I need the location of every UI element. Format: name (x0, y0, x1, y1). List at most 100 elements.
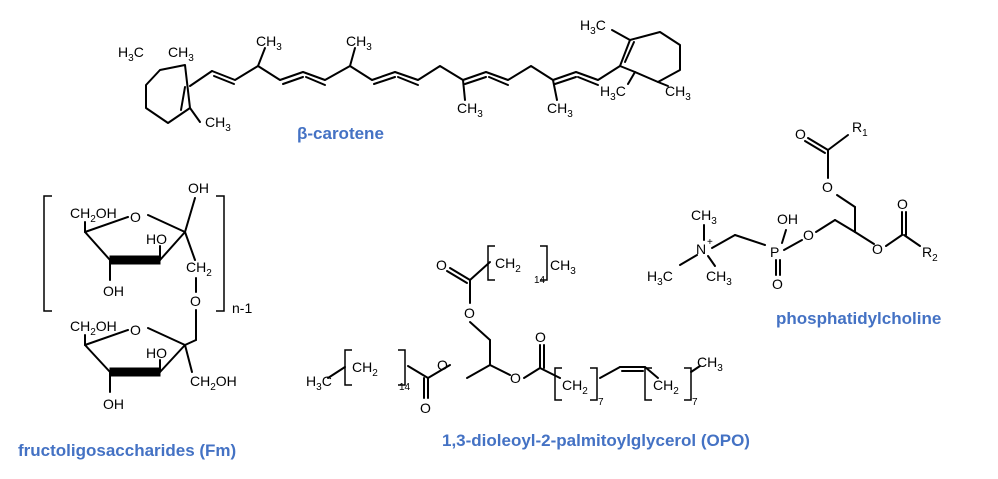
dbl-5 (397, 76, 419, 86)
label-7-mid: 7 (598, 397, 604, 408)
left-ester-bond (427, 364, 451, 379)
caption-beta-carotene: β-carotene (297, 124, 384, 143)
right-terminal-bond (690, 365, 701, 373)
pc-glyc-4 (836, 194, 856, 208)
sn2-bond (489, 364, 511, 376)
caption-pc: phosphatidylcholine (776, 309, 941, 328)
label-o-top-ester: O (464, 305, 475, 321)
gem-me-bond-r2 (657, 81, 669, 87)
dbl-8 (554, 76, 577, 85)
label-o-pc-lower-carbonyl: O (897, 196, 908, 212)
label-ch2-right: CH2 (653, 377, 679, 397)
dbl-4 (373, 76, 396, 85)
label-oh-upper-top: OH (188, 180, 209, 196)
label-n: N (696, 241, 706, 257)
label-ch2oh-upper: CH2OH (70, 205, 117, 225)
label-r2: R2 (922, 244, 938, 264)
label-ho-lower: HO (146, 345, 167, 361)
label-oh-upper-bottom: OH (103, 283, 124, 299)
top-acyl-bond (469, 261, 491, 281)
lower-ring-o-bond (84, 329, 129, 346)
me-bond-4 (552, 79, 558, 101)
caption-fm: fructoligosaccharides (Fm) (18, 441, 236, 460)
label-ch2oh-lower: CH2OH (70, 318, 117, 338)
label-ch2-top: CH2 (495, 255, 521, 275)
left-acyl-bond (407, 365, 429, 379)
left-ch2-bracket-left (344, 349, 352, 386)
label-oh-p: OH (777, 211, 798, 227)
pc-glyc-2 (834, 219, 856, 233)
label-o-sn2: O (510, 370, 521, 386)
upper-ring-o-bond (84, 216, 129, 233)
pc-chain-1 (711, 234, 736, 249)
pc-r2-bond (903, 234, 921, 247)
dbl-2 (282, 76, 304, 85)
upper-ch2-bond (184, 231, 196, 261)
label-ch2-mid: CH2 (562, 377, 588, 397)
label-h3c-right: H3C (600, 83, 626, 103)
top-carbonyl-bond (449, 267, 471, 281)
label-p: P (770, 244, 779, 260)
upper-ring-bold-bond (109, 255, 161, 265)
mid-ch2-bracket-left (554, 367, 562, 401)
label-7-right: 7 (692, 397, 698, 408)
label-ch3-left-bottom: CH3 (205, 114, 231, 134)
label-oh-lower-bottom: OH (103, 396, 124, 412)
top-ch2-bracket-right (540, 245, 548, 281)
label-n-plus: + (707, 237, 713, 248)
label-h3c-right-top: H3C (580, 17, 606, 37)
left-terminal-bond (327, 366, 346, 379)
dbl-7 (488, 76, 509, 86)
dbl-1 (213, 75, 235, 85)
sn2-acyl-bond (539, 367, 561, 379)
label-ch3-chain-2: CH3 (346, 33, 372, 53)
phosphatidylcholine-structure: CH3 N + H3C CH3 P OH O O O O R1 O O (647, 119, 941, 328)
label-h3c-pc: H3C (647, 268, 673, 288)
label-o-p-dbl: O (772, 276, 783, 292)
label-o-pc-upper-ester: O (822, 179, 833, 195)
label-ch3-chain-4: CH3 (547, 100, 573, 120)
label-ch3-left: CH3 (168, 44, 194, 64)
right-ch2-bracket-left (644, 367, 652, 401)
left-chain-bond (189, 70, 213, 87)
label-r1: R1 (852, 119, 868, 139)
pc-lower-acyl-bond (885, 234, 903, 247)
label-ho-upper: HO (146, 231, 167, 247)
dbl-9 (577, 76, 599, 86)
pc-upper-carbonyl (807, 137, 829, 151)
label-14-left: 14 (399, 382, 411, 393)
mid-ch2-bracket-right (590, 367, 598, 401)
gem-me-bond-r1 (627, 71, 636, 85)
label-14-top: 14 (534, 275, 546, 286)
label-ch3-opo-right: CH3 (697, 354, 723, 374)
label-o-pc-lower-ester: O (872, 241, 883, 257)
left-ring-double-bond (180, 86, 186, 111)
label-o-left-ester: O (437, 357, 448, 373)
right-ring-double-bond (624, 41, 635, 63)
label-o-p-ester: O (803, 227, 814, 243)
pc-r1-bond (827, 134, 849, 151)
pc-me-right-bond (707, 255, 716, 267)
label-h3c-left-opo: H3C (306, 373, 332, 393)
label-ch2oh-right: CH2OH (190, 373, 237, 393)
label-ch2-link: CH2 (186, 259, 212, 279)
me-bond-3 (462, 79, 466, 101)
label-o-link: O (190, 293, 201, 309)
left-methyl-bond (189, 107, 201, 123)
label-o-upper-ring: O (130, 209, 141, 225)
label-h3c-left: H3C (118, 44, 144, 64)
me-bond-2 (349, 47, 356, 67)
lower-top-bond (184, 339, 197, 346)
pc-upper-carbonyl-dbl (804, 140, 826, 154)
caption-opo: 1,3-dioleoyl-2-palmitoylglycerol (OPO) (442, 431, 750, 450)
opo-structure: CH2 14 CH3 O O O O CH2 14 H3C O O CH2 (306, 245, 750, 450)
sn2-ester-bond (523, 367, 541, 379)
label-o-pc-upper-carbonyl: O (795, 126, 806, 142)
dbl-3 (305, 76, 326, 86)
cis-bond-2 (644, 366, 659, 379)
top-carbonyl-dbl (446, 270, 468, 284)
beta-carotene-structure: H3C CH3 CH3 CH3 CH3 CH3 CH3 H3C H3C CH3 … (118, 17, 691, 143)
pc-chain-2 (734, 234, 766, 246)
label-ch3-chain-1: CH3 (256, 33, 282, 53)
